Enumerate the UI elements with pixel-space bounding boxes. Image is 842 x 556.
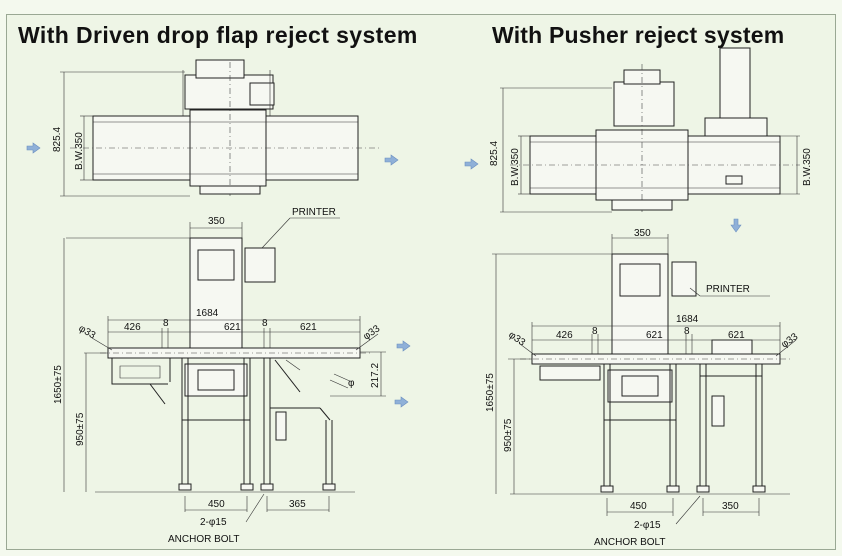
- right-dim-426: 426: [556, 330, 573, 341]
- right-top-view: 825.4 B.W.350 B.W.350: [464, 47, 813, 233]
- left-anchor-label: ANCHOR BOLT: [168, 534, 240, 545]
- flow-arrow-icon: [394, 396, 409, 408]
- right-dim-gap-1: 8: [592, 326, 598, 337]
- right-front-view: PRINTER 350 1684: [485, 228, 801, 548]
- left-top-printer: [249, 82, 275, 106]
- left-head-width: 350: [208, 216, 225, 227]
- left-total-height: 1650±75: [53, 365, 64, 404]
- right-printer-label: PRINTER: [706, 284, 750, 295]
- left-roller-dia-right: φ33: [361, 323, 382, 342]
- right-total-height: 1650±75: [485, 373, 496, 412]
- flow-arrow-icon: [384, 154, 399, 166]
- right-dim-gap-2: 8: [684, 326, 690, 337]
- left-dim-gap-1: 8: [163, 318, 169, 329]
- left-front-printer: [244, 247, 276, 283]
- left-anchor-holes: 2-φ15: [200, 517, 227, 528]
- right-front-printer: [671, 261, 697, 297]
- right-top-depth-dimension: 825.4: [489, 141, 500, 166]
- left-dim-426: 426: [124, 322, 141, 333]
- left-leg-span: 450: [208, 499, 225, 510]
- right-top-belt-width-left: B.W.350: [510, 148, 521, 186]
- left-reject-leg-span: 365: [289, 499, 306, 510]
- left-reject-cylinder: [275, 411, 287, 441]
- left-dim-gap-2: 8: [262, 318, 268, 329]
- right-top-belt-width-right: B.W.350: [802, 148, 813, 186]
- right-reject-leg-span: 350: [722, 501, 739, 512]
- right-front-display: [619, 263, 661, 297]
- left-front-view: PRINTER 350: [53, 207, 411, 545]
- title-pusher: With Pusher reject system: [492, 22, 785, 48]
- left-pass-height: 950±75: [75, 412, 86, 446]
- right-anchor-label: ANCHOR BOLT: [594, 537, 666, 548]
- left-top-belt-width: B.W.350: [74, 132, 85, 170]
- right-dim-621-a: 621: [646, 330, 663, 341]
- right-top-pusher: [719, 47, 751, 129]
- left-front-display: [197, 249, 235, 281]
- right-pusher-cylinder: [711, 395, 725, 427]
- right-roller-dia-right: φ33: [779, 331, 800, 350]
- left-roller-dia-left: φ33: [77, 323, 98, 342]
- right-roller-dia-left: φ33: [506, 329, 527, 348]
- right-overall-length: 1684: [676, 314, 699, 325]
- left-top-head-cap: [195, 59, 245, 79]
- flow-arrow-icon: [396, 340, 411, 352]
- title-driven-drop-flap: With Driven drop flap reject system: [18, 22, 418, 48]
- right-top-head: [613, 81, 675, 127]
- flow-arrow-icon: [26, 142, 41, 154]
- right-head-width: 350: [634, 228, 651, 239]
- left-top-depth-dimension: 825.4: [52, 127, 63, 152]
- left-printer-label: PRINTER: [292, 207, 336, 218]
- left-dim-621-a: 621: [224, 322, 241, 333]
- right-dim-621-b: 621: [728, 330, 745, 341]
- drawing-sheet: [6, 14, 836, 550]
- left-flap-drop: 217.2: [370, 363, 381, 388]
- left-flap-angle: φ: [348, 378, 355, 389]
- right-leg-span: 450: [630, 501, 647, 512]
- flow-arrow-down-icon: [730, 218, 742, 233]
- right-anchor-holes: 2-φ15: [634, 520, 661, 531]
- flow-arrow-icon: [464, 158, 479, 170]
- right-pass-height: 950±75: [503, 418, 514, 452]
- left-top-view: 825.4 B.W.350: [26, 59, 399, 197]
- left-dim-621-b: 621: [300, 322, 317, 333]
- left-overall-length: 1684: [196, 308, 219, 319]
